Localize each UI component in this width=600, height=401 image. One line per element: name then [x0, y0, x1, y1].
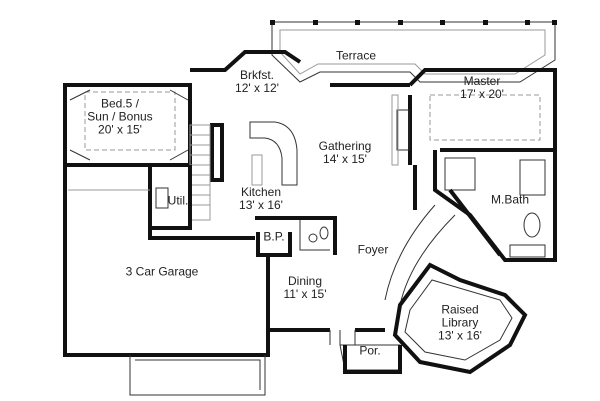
room-foyer: Foyer — [357, 242, 389, 257]
room-name-line1: Raised — [441, 302, 479, 317]
room-garage: 3 Car Garage — [125, 264, 199, 279]
room-size: 14' x 15' — [323, 152, 367, 166]
room-name: M.Bath — [490, 192, 530, 207]
terrace-posts — [270, 20, 557, 25]
room-bp: B.P. — [263, 229, 285, 244]
room-name: Foyer — [357, 242, 389, 257]
room-name-line1: Bed.5 / — [100, 96, 140, 111]
room-mbath: M.Bath — [490, 192, 530, 207]
room-name: Util. — [167, 193, 189, 208]
room-terrace: Terrace — [335, 48, 377, 63]
room-size: 12' x 12' — [235, 81, 279, 95]
room-size: 13' x 16' — [239, 198, 283, 212]
room-size: 17' x 20' — [460, 87, 504, 101]
room-name: Dining — [287, 274, 323, 288]
room-name: 3 Car Garage — [125, 264, 199, 279]
room-util: Util. — [167, 193, 189, 208]
room-size: 13' x 16' — [438, 328, 482, 343]
room-name: Master — [463, 74, 501, 88]
terrace-outline — [271, 21, 556, 83]
room-name: Brkfst. — [239, 68, 275, 82]
room-name: Kitchen — [240, 185, 282, 199]
room-name: B.P. — [263, 229, 285, 244]
room-name: Gathering — [318, 139, 372, 153]
room-name: Por. — [359, 343, 381, 358]
room-size: 20' x 15' — [98, 122, 142, 137]
room-name-line2: Sun / Bonus — [87, 109, 153, 124]
room-name-line2: Library — [441, 315, 479, 330]
room-porch: Por. — [359, 343, 381, 358]
terrace-inner — [279, 29, 546, 75]
room-size: 11' x 15' — [283, 287, 327, 301]
room-brkfst: Brkfst.12' x 12' — [235, 69, 279, 95]
room-name: Terrace — [335, 48, 377, 63]
